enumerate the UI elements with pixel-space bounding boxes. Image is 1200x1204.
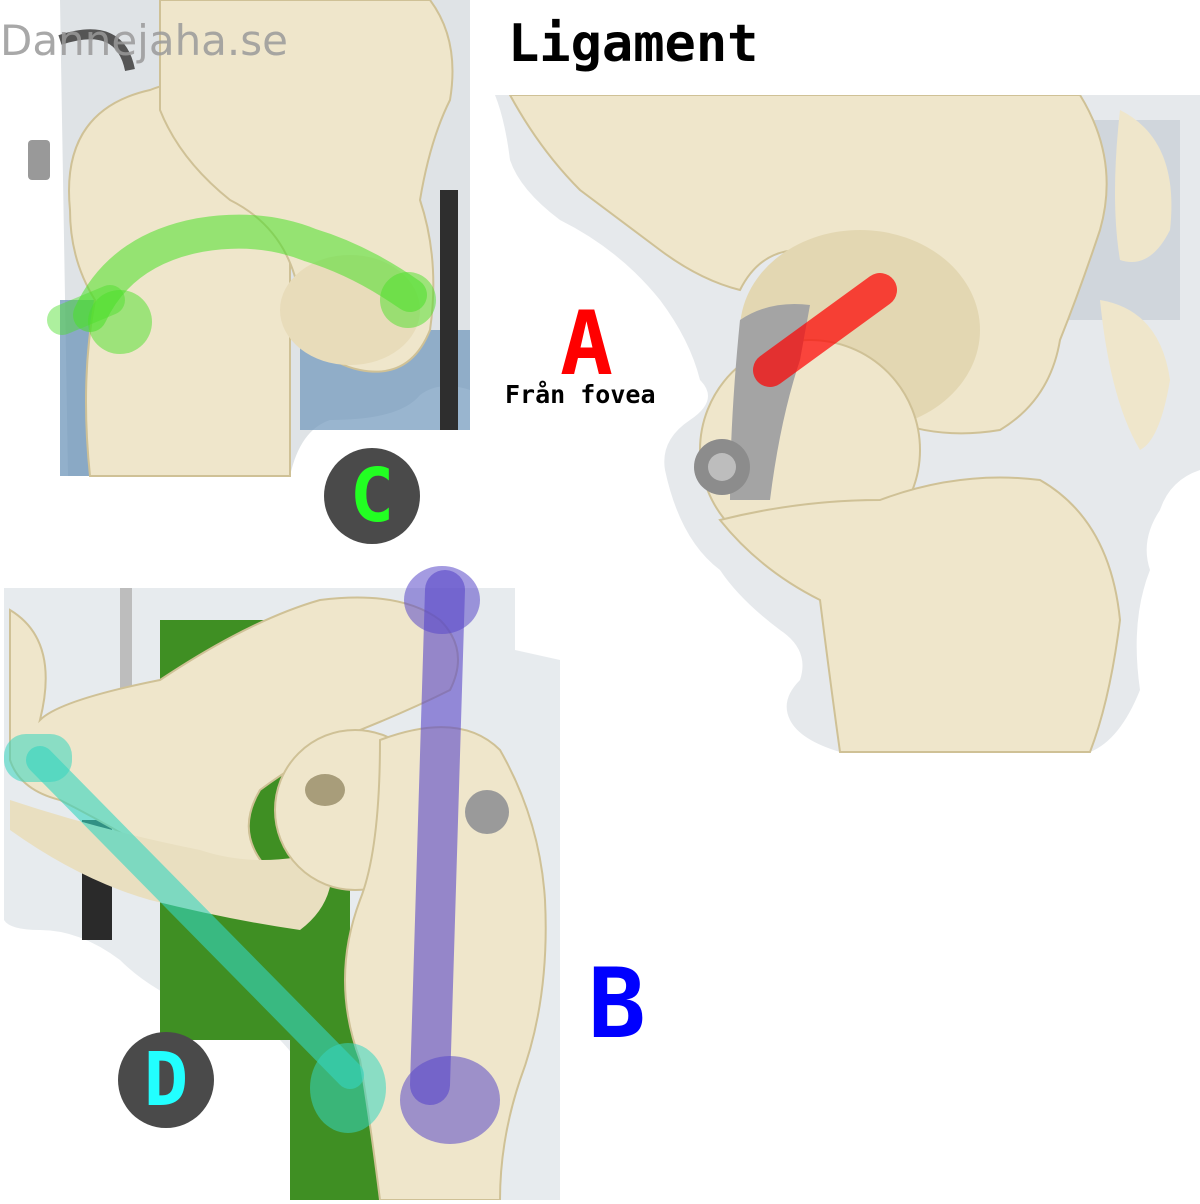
label-a: A bbox=[560, 292, 613, 395]
photo-panel-a bbox=[495, 94, 1200, 753]
photo-panel-c bbox=[28, 0, 470, 477]
page-title: Ligament bbox=[508, 14, 759, 74]
badge-c: C bbox=[324, 448, 420, 544]
watermark: Dannejaha.se bbox=[0, 16, 288, 65]
photo-panel-b-d bbox=[4, 566, 560, 1201]
label-a-caption: Från fovea bbox=[505, 380, 656, 409]
badge-d: D bbox=[118, 1032, 214, 1128]
label-b: B bbox=[588, 948, 646, 1060]
label-c: C bbox=[349, 453, 395, 539]
label-d: D bbox=[143, 1037, 189, 1123]
